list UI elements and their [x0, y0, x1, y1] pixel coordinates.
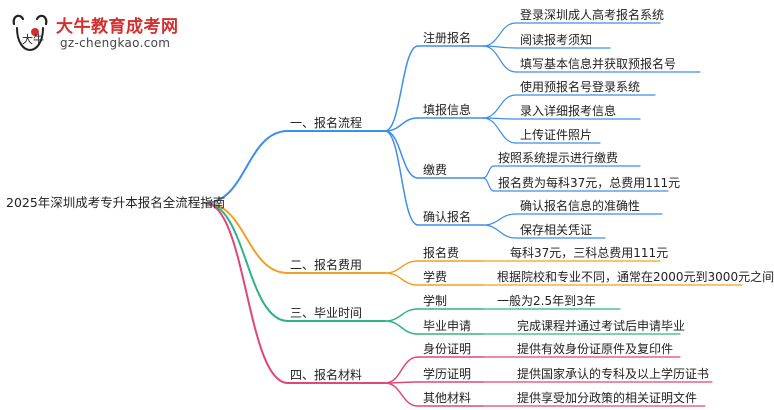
leaf-pay-per-prompt: 按照系统提示进行缴费 [498, 151, 619, 165]
leaf-registration-fee-detail: 每科37元，三科总费用111元 [510, 246, 669, 260]
connector-branch-node [384, 45, 419, 132]
connector-branch-node [384, 117, 419, 132]
connector-branch-node [384, 308, 419, 322]
branch-registration-fees: 二、报名费用 [290, 258, 363, 272]
logo-mark-text: 大牛 [22, 32, 44, 46]
connector-branch-node [384, 260, 419, 274]
leaf-education-proof-detail: 提供国家承认的专科及以上学历证书 [517, 367, 710, 381]
leaf-upload-photo: 上传证件照片 [520, 128, 593, 142]
leaf-save-voucher: 保存相关凭证 [520, 223, 593, 237]
node-study-length: 学制 [423, 294, 448, 308]
connector-branch-node [384, 356, 419, 384]
connector-node-leaf [482, 224, 517, 239]
connector-node-leaf [482, 94, 517, 119]
leaf-study-length-detail: 一般为2.5年到3年 [497, 294, 596, 308]
leaf-login-with-number: 使用预报名号登录系统 [520, 80, 641, 94]
site-logo[interactable]: 大牛 大牛教育成考网 gz-chengkao.com [8, 8, 188, 56]
connector-branch-node [384, 320, 419, 335]
leaf-read-notice: 阅读报考须知 [520, 33, 593, 47]
node-tuition: 学费 [423, 270, 448, 284]
connector-node-leaf [482, 22, 517, 47]
node-education-proof: 学历证明 [423, 367, 472, 381]
connector-root-branch [204, 202, 289, 384]
connector-branch-node [384, 130, 419, 179]
root-node: 2025年深圳成考专升本报名全流程指南 [6, 195, 226, 210]
node-fill-info: 填报信息 [423, 103, 472, 117]
leaf-fill-basic-info: 填写基本信息并获取预报名号 [520, 57, 677, 71]
node-identity-proof: 身份证明 [423, 342, 472, 356]
leaf-other-materials-detail: 提供享受加分政策的相关证明文件 [517, 391, 698, 405]
leaf-identity-proof-detail: 提供有效身份证原件及复印件 [517, 342, 674, 356]
leaf-fee-amount: 报名费为每科37元，总费用111元 [498, 176, 681, 190]
logo-name: 大牛教育成考网 [56, 17, 179, 37]
connector-branch-node [384, 382, 419, 407]
connector-node-leaf [482, 213, 517, 226]
node-confirm-registration: 确认报名 [423, 210, 472, 224]
connector-node-leaf [482, 45, 517, 73]
connector-root-branch [204, 130, 289, 204]
mindmap-connectors [204, 22, 743, 407]
node-other-materials: 其他材料 [423, 391, 472, 405]
node-registration-fee: 报名费 [423, 246, 460, 260]
connector-branch-node [384, 272, 419, 286]
connector-branch-node [384, 130, 419, 226]
bull-logo-icon: 大牛 [12, 14, 48, 52]
node-payment: 缴费 [423, 163, 448, 177]
branch-graduation-time: 三、毕业时间 [290, 306, 363, 320]
branch-registration-materials: 四、报名材料 [290, 368, 363, 382]
node-online-registration: 注册报名 [423, 31, 472, 45]
leaf-login-system: 登录深圳成人高考报名系统 [520, 8, 665, 22]
leaf-graduation-application-detail: 完成课程并通过考试后申请毕业 [517, 319, 686, 333]
connector-root-branch [204, 202, 289, 322]
leaf-confirm-accuracy: 确认报名信息的准确性 [520, 199, 641, 213]
connector-node-leaf [482, 177, 495, 192]
connector-node-leaf [482, 165, 495, 179]
node-graduation-application: 毕业申请 [423, 319, 472, 333]
leaf-tuition-detail: 根据院校和专业不同，通常在2000元到3000元之间 [497, 270, 774, 284]
logo-url: gz-chengkao.com [60, 36, 171, 50]
branch-registration-process: 一、报名流程 [290, 116, 363, 130]
connector-node-leaf [482, 117, 517, 144]
leaf-enter-details: 录入详细报考信息 [520, 104, 617, 118]
connector-root-branch [204, 202, 289, 274]
